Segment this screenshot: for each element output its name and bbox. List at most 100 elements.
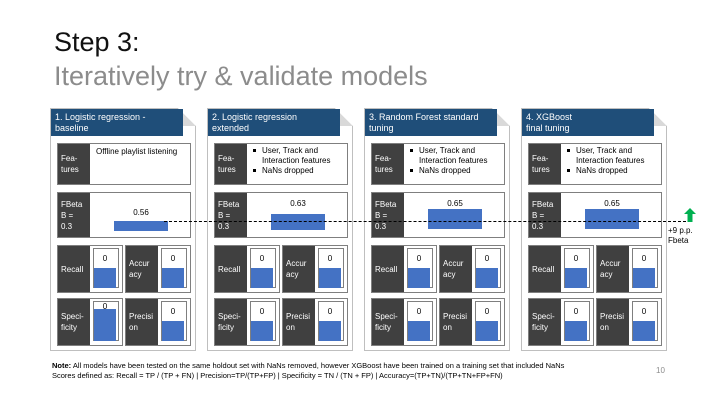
recall-box: Recall 0 [57,245,123,293]
recall-box: Recall 0 [214,245,280,293]
fbeta-bar [428,209,482,229]
specificity-label: Speci- ficity [372,299,404,345]
specificity-bar [94,309,116,341]
panel-header: 1. Logistic regression - baseline [51,109,183,136]
precision-box: Precisi on 0 [596,298,662,346]
specificity-box: Speci- ficity 0 [57,298,123,346]
recall-bar [565,268,587,288]
fbeta-box: FBeta B = 0.3 0.56 [57,192,191,238]
fbeta-label: FBeta B = 0.3 [372,193,404,237]
accuracy-label: Accur acy [597,246,629,292]
fbeta-bar [114,221,168,231]
fbeta-bar [585,209,639,229]
baseline-dashed-line [164,221,686,222]
precision-label: Precisi on [126,299,158,345]
fbeta-value: 0.65 [604,199,620,208]
accuracy-value: 0 [641,254,647,263]
panel-header: 4. XGBoost final tuning [522,109,654,136]
arrow-up-icon [684,208,696,222]
specificity-value: 0 [259,307,265,316]
specificity-value: 0 [573,307,579,316]
precision-label: Precisi on [597,299,629,345]
footnote: Note: All models have been tested on the… [52,361,564,381]
features-label: Fea- tures [372,144,404,184]
features-text: Offline playlist listening [96,147,178,156]
page-number: 10 [656,366,665,375]
feature-item: NaNs dropped [409,166,505,176]
specificity-label: Speci- ficity [529,299,561,345]
precision-bar [162,321,184,341]
specificity-label: Speci- ficity [58,299,90,345]
precision-value: 0 [327,307,333,316]
specificity-box: Speci- ficity 0 [371,298,437,346]
recall-value: 0 [573,254,579,263]
fbeta-label: FBeta B = 0.3 [58,193,90,237]
accuracy-value: 0 [327,254,333,263]
recall-bar [94,268,116,288]
recall-label: Recall [215,246,247,292]
feature-item: User, Track and Interaction features [566,146,662,166]
fbeta-gain-label: +9 p.p. Fbeta [668,226,693,245]
accuracy-bar [162,268,184,288]
footnote-bold: Note: [52,361,72,370]
fbeta-label: FBeta B = 0.3 [529,193,561,237]
fbeta-value: 0.63 [290,199,306,208]
precision-label: Precisi on [440,299,472,345]
precision-value: 0 [170,307,176,316]
fbeta-value: 0.65 [447,199,463,208]
precision-box: Precisi on 0 [439,298,505,346]
recall-bar [408,268,430,288]
accuracy-bar [633,268,655,288]
panel-header: 2. Logistic regression extended [208,109,340,136]
recall-label: Recall [529,246,561,292]
accuracy-label: Accur acy [126,246,158,292]
accuracy-bar [319,268,341,288]
fbeta-bar [271,214,325,230]
precision-box: Precisi on 0 [125,298,191,346]
slide-subtitle: Iteratively try & validate models [54,61,428,91]
accuracy-box: Accur acy 0 [282,245,348,293]
features-label: Fea- tures [58,144,90,184]
recall-box: Recall 0 [528,245,594,293]
specificity-bar [251,321,273,341]
specificity-label: Speci- ficity [215,299,247,345]
feature-item: User, Track and Interaction features [409,146,505,166]
specificity-value: 0 [416,307,422,316]
footnote-line1: All models have been tested on the same … [71,361,565,370]
specificity-value: 0 [102,302,108,311]
features-label: Fea- tures [529,144,561,184]
precision-value: 0 [641,307,647,316]
recall-value: 0 [416,254,422,263]
specificity-box: Speci- ficity 0 [214,298,280,346]
accuracy-value: 0 [484,254,490,263]
features-box: Fea- tures Offline playlist listening [57,143,191,185]
recall-label: Recall [58,246,90,292]
recall-value: 0 [259,254,265,263]
slide-title: Step 3: [54,27,140,57]
precision-value: 0 [484,307,490,316]
accuracy-bar [476,268,498,288]
feature-item: NaNs dropped [566,166,662,176]
precision-bar [476,321,498,341]
specificity-box: Speci- ficity 0 [528,298,594,346]
precision-bar [319,321,341,341]
specificity-bar [565,321,587,341]
accuracy-label: Accur acy [283,246,315,292]
fbeta-value: 0.56 [133,208,149,217]
accuracy-label: Accur acy [440,246,472,292]
recall-value: 0 [102,254,108,263]
recall-bar [251,268,273,288]
feature-item: NaNs dropped [252,166,348,176]
fbeta-box: FBeta B = 0.3 0.65 [528,192,662,238]
